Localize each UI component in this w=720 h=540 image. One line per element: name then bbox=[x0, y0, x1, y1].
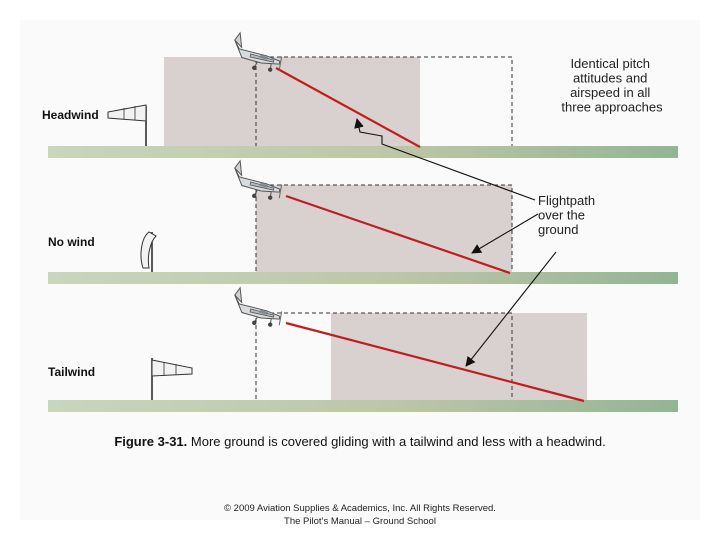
flightpath-over-ground-label: Flightpath over the ground bbox=[538, 193, 599, 237]
note-line-4: three approaches bbox=[561, 100, 663, 115]
flightpath-line-2: over the bbox=[538, 208, 585, 223]
book-title-line: The Pilot’s Manual – Ground School bbox=[284, 516, 436, 527]
no-wind-panel: No wind bbox=[48, 159, 678, 284]
no-wind-pointer-arrow bbox=[471, 213, 539, 254]
no-wind-ground bbox=[48, 272, 678, 284]
headwind-reference-box bbox=[255, 56, 513, 148]
copyright-line: © 2009 Aviation Supplies & Academics, In… bbox=[224, 503, 496, 514]
tailwind-pointer-arrow bbox=[465, 251, 557, 367]
tailwind-flightpath bbox=[285, 321, 585, 403]
copyright-footer: © 2009 Aviation Supplies & Academics, In… bbox=[0, 502, 720, 528]
note-line-1: Identical pitch bbox=[570, 56, 650, 71]
flightpath-line-1: Flightpath bbox=[538, 193, 595, 208]
caption-text: More ground is covered gliding with a ta… bbox=[187, 434, 606, 449]
no-wind-label: No wind bbox=[48, 235, 95, 249]
tailwind-landing-area bbox=[331, 313, 587, 401]
identical-pitch-note: Identical pitch attitudes and airspeed i… bbox=[561, 56, 663, 115]
figure-number: Figure 3-31. bbox=[114, 434, 188, 449]
headwind-windsock-icon bbox=[107, 104, 147, 146]
tailwind-airplane-icon bbox=[229, 286, 285, 330]
headwind-panel: Headwind bbox=[42, 31, 678, 158]
headwind-pointer-arrow bbox=[354, 118, 536, 201]
note-line-2: attitudes and bbox=[573, 71, 647, 86]
no-wind-flightpath bbox=[285, 194, 511, 275]
note-line-3: airspeed in all bbox=[570, 85, 650, 100]
no-wind-windsock-icon bbox=[140, 231, 157, 272]
headwind-ground bbox=[48, 146, 678, 158]
headwind-flightpath bbox=[275, 67, 421, 148]
headwind-label: Headwind bbox=[42, 108, 99, 122]
glide-diagram: Headwind No wind bbox=[42, 31, 678, 412]
figure-caption: Figure 3-31. More ground is covered glid… bbox=[0, 434, 720, 449]
tailwind-ground bbox=[48, 400, 678, 412]
tailwind-label: Tailwind bbox=[48, 365, 95, 379]
tailwind-windsock-icon bbox=[151, 358, 193, 400]
tailwind-panel: Tailwind bbox=[48, 286, 678, 412]
flightpath-line-3: ground bbox=[538, 222, 578, 237]
headwind-landing-area bbox=[164, 57, 420, 147]
